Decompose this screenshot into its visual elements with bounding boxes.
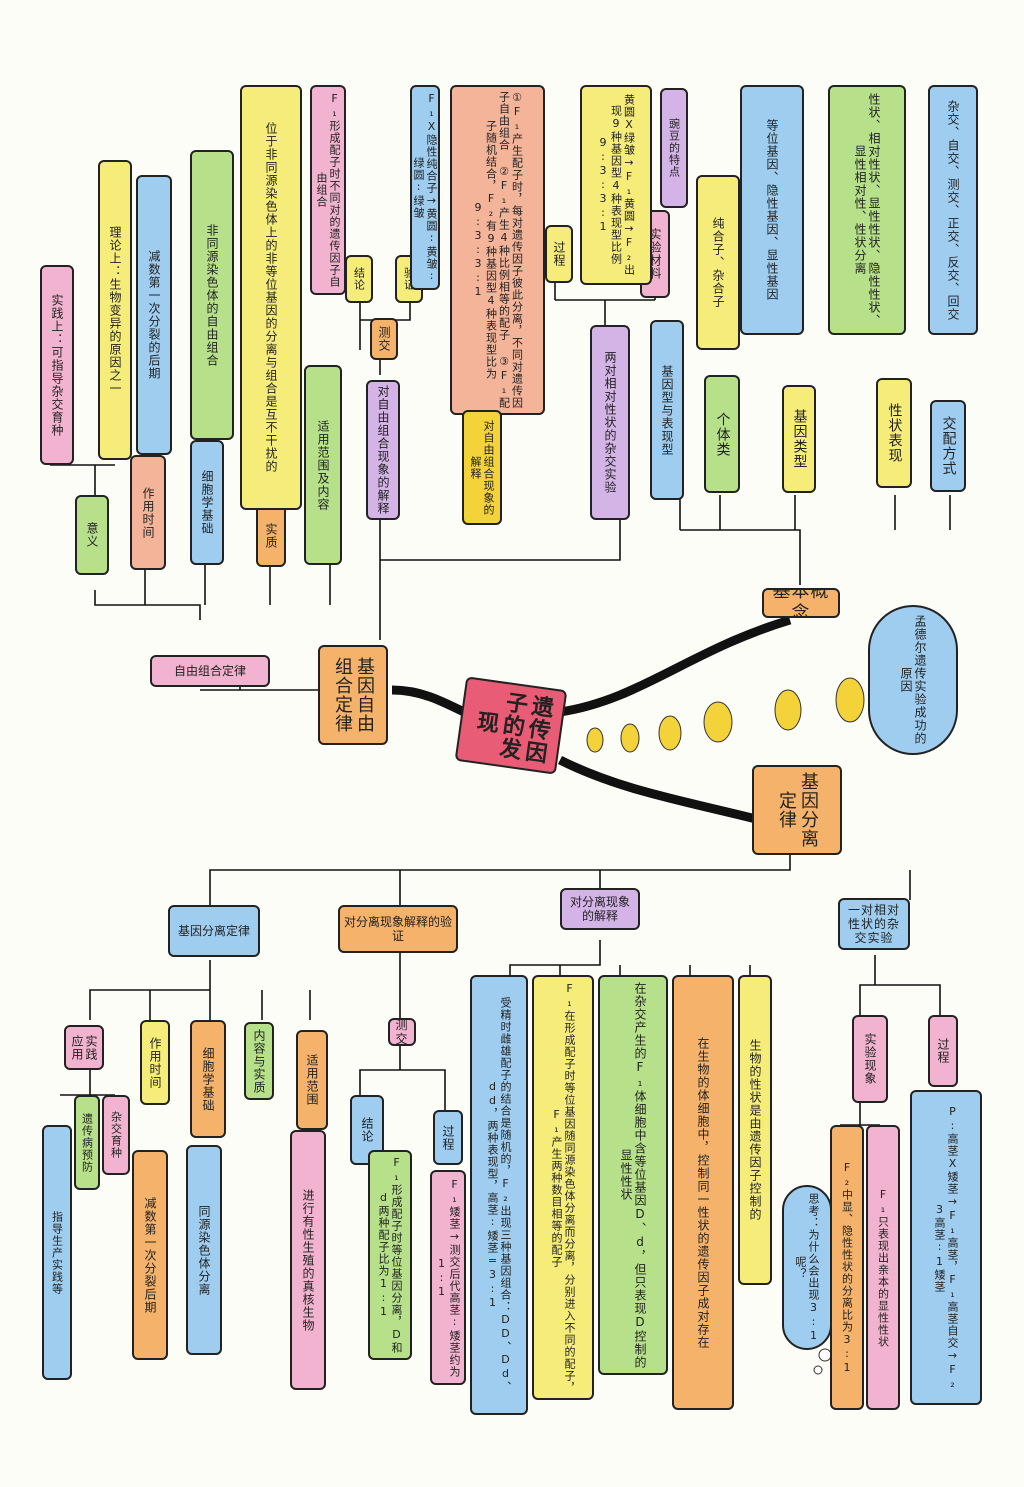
seg-cell-basis-label: 细胞学基础 xyxy=(190,1020,226,1138)
two-pairs-experiment: 两对相对性状的杂交实验 xyxy=(590,325,630,520)
genotype-phenotype-label: 基因型与表现型 xyxy=(650,320,684,500)
free-significance-detail: 理论上：生物变异的原因之一 xyxy=(98,160,132,460)
genes-detail: 等位基因、隐性基因、显性基因 xyxy=(740,85,804,335)
free-cell-basis-label: 细胞学基础 xyxy=(190,440,224,565)
center-topic: 遗传因子的发现 xyxy=(454,676,568,775)
seg-f2-detail: F₂中显、隐性性状的分离比为3:1 xyxy=(830,1125,864,1410)
traits-detail: 性状、相对性状、显性性状、隐性性状、显性相对性、性状分离 xyxy=(828,85,906,335)
seg-e1: 生物的性状是由遗传因子控制的 xyxy=(738,975,772,1285)
branch-to-concepts xyxy=(559,615,792,717)
genes-label: 基因类型 xyxy=(782,385,816,493)
free-combination-law: 自由组合定律 xyxy=(150,655,270,687)
seg-verify: 对分离现象解释的验证 xyxy=(338,905,458,953)
seg-app-1: 杂交育种 xyxy=(102,1095,130,1175)
bubble-5 xyxy=(774,689,802,731)
seg-process-detail: P:高茎X矮茎→F₁高茎，F₁高茎自交→F₂ 3高茎∶1矮茎 xyxy=(910,1090,982,1405)
materials-detail: 豌豆的特点 xyxy=(660,88,688,208)
process-label: 过程 xyxy=(545,225,573,283)
free-test-cross: 测交 xyxy=(370,318,398,360)
seg-time-label: 作用时间 xyxy=(140,1020,170,1105)
branch-to-segregation xyxy=(557,755,762,825)
free-scope: 适用范围及内容 xyxy=(304,365,342,565)
seg-test-process-detail: F₁矮茎→测交后代高茎∶矮茎约为1:1 xyxy=(430,1170,466,1385)
cross-methods-detail: 杂交、自交、测交、正交、反交、回交 xyxy=(928,85,978,335)
free-time-detail: 减数第一次分裂的后期 xyxy=(136,175,172,455)
branch-segregation: 基因分离定律 xyxy=(752,765,842,855)
individuals-label: 个体类 xyxy=(704,375,740,493)
seg-process-label: 过程 xyxy=(928,1015,958,1087)
branch-free-combination: 基因自由组合定律 xyxy=(318,645,388,745)
free-conclusion-label: 结论 xyxy=(345,255,373,303)
success-reason: 孟德尔遗传实验成功的原因 xyxy=(868,605,958,755)
seg-e5: 受精时雌雄配子的结合是随机的，F₂出现三种基因组合：DD、Dd、dd，两种表现型… xyxy=(470,975,528,1415)
cross-methods-label: 交配方式 xyxy=(930,400,966,492)
seg-phenomenon-label: 实验现象 xyxy=(852,1015,888,1103)
free-time-label: 作用时间 xyxy=(130,455,166,570)
bubble-think-b xyxy=(813,1365,823,1375)
seg-test-conclusion-detail: F₁形成配子时等位基因分离，D和d两种配子比为1:1 xyxy=(368,1150,412,1360)
branch-to-free xyxy=(391,685,473,720)
seg-scope-label: 适用范围 xyxy=(296,1030,328,1130)
seg-f1-detail: F₁只表现出亲本的显性性状 xyxy=(866,1125,900,1410)
explain-free-combination: 对自由组合现象的解释 xyxy=(366,380,400,520)
seg-explain: 对分离现象的解释 xyxy=(560,888,640,930)
branch-concepts: 基本概念 xyxy=(762,588,840,618)
free-conclusion-detail: F₁形成配子时不同对的遗传因子自由组合 xyxy=(310,85,346,295)
bubble-2 xyxy=(620,723,640,753)
free-significance-detail-2: 实践上：可指导杂交育种 xyxy=(40,265,74,465)
individuals-detail: 纯合子、杂合子 xyxy=(696,175,740,350)
explain-detail: ①F₁产生配子时，每对遗传因子彼此分离，不同对遗传因子自由组合 ②F₁产生4种比… xyxy=(450,85,545,415)
seg-scope-detail: 进行有性生殖的真核生物 xyxy=(290,1130,326,1390)
free-verify-detail: F₁X隐性纯合子→黄圆∶黄皱∶绿圆∶绿皱 xyxy=(410,85,440,290)
bubble-1 xyxy=(586,727,604,753)
seg-test-process-label: 过程 xyxy=(433,1110,463,1165)
free-cell-basis-detail: 非同源染色体的自由组合 xyxy=(190,150,234,440)
explain-note: 对自由组合现象的解释 xyxy=(462,410,502,525)
bubble-3 xyxy=(658,715,682,751)
free-essence-label: 实质 xyxy=(256,505,286,567)
seg-e3: 在杂交产生的F₁体细胞中含等位基因D、d，但只表现D控制的显性性状 xyxy=(598,975,668,1375)
seg-e2: 在生物的体细胞中，控制同一性状的遗传因子成对存在 xyxy=(672,975,734,1410)
seg-law: 基因分离定律 xyxy=(168,905,260,957)
seg-test-conclusion-label: 结论 xyxy=(350,1095,384,1165)
seg-one-pair: 一对相对性状的杂交实验 xyxy=(838,898,910,950)
seg-think: 思考：为什么会出现3:1呢？ xyxy=(782,1185,832,1350)
seg-application-label: 实践应用 xyxy=(64,1025,104,1070)
free-significance-label: 意义 xyxy=(75,495,109,575)
seg-time-detail: 减数第一次分裂后期 xyxy=(132,1150,168,1360)
bubble-6 xyxy=(835,677,865,723)
seg-e4: F₁在形成配子时等位基因随同源染色体分离而分离，分别进入不同的配子，F₁产生两种… xyxy=(532,975,594,1400)
seg-app-2: 遗传病预防 xyxy=(74,1095,100,1190)
traits-label: 性状表现 xyxy=(876,378,912,488)
seg-app-3: 指导生产实践等 xyxy=(42,1125,72,1380)
thought-bubbles xyxy=(586,677,865,1375)
bubble-4 xyxy=(703,701,733,743)
free-essence-detail: 位于非同源染色体上的非等位基因的分离与组合是互不干扰的 xyxy=(240,85,302,510)
seg-content-label: 内容与实质 xyxy=(244,1022,274,1100)
process-detail: 黄圆X绿皱→F₁黄圆→F₂出现9种基因型4种表现型比例9:3:3:1 xyxy=(580,85,652,285)
seg-test-cross: 测交 xyxy=(388,1018,416,1046)
seg-cell-basis-detail: 同源染色体分离 xyxy=(186,1145,222,1355)
